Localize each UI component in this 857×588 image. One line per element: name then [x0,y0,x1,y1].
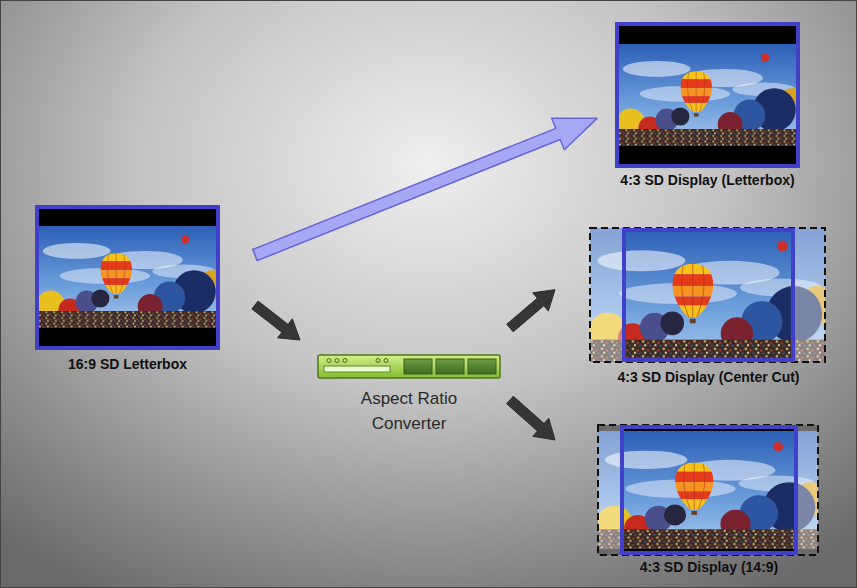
flow-arrow [507,290,555,332]
flow-arrow [253,118,597,260]
cropped-area [590,228,622,362]
frame-label: 16:9 SD Letterbox [68,356,187,373]
device-knob [327,359,331,363]
label-group: 4:3 SD Display (Center Cut) [617,369,799,386]
converter-device [318,355,500,378]
device-knob [376,359,380,363]
cropped-area [598,425,620,555]
frame-label: 4:3 SD Display (Letterbox) [620,172,794,189]
device-slot [324,366,390,372]
label-group: 16:9 SD Letterbox [68,356,187,373]
balloon-picture [616,44,807,146]
device-panel [468,359,496,374]
source-outline [598,425,818,555]
frame-label: 4:3 SD Display (14:9) [640,559,779,576]
source-outline [590,228,825,362]
device-panel [404,359,432,374]
converter-box: Aspect Ratio Converter [318,355,500,378]
balloon-picture [589,228,837,362]
flow-arrow [507,396,555,440]
display-frame: 4:3 SD Display (14:9) [620,425,798,555]
frame-label: 4:3 SD Display (Center Cut) [617,369,799,386]
display-frame: 4:3 SD Display (Center Cut) [622,228,795,362]
label-group: 4:3 SD Display (Letterbox) [620,172,794,189]
label-group: Aspect Ratio Converter [339,386,479,436]
device-panel [436,359,464,374]
display-frame: 16:9 SD Letterbox [35,205,220,350]
label-group: 4:3 SD Display (14:9) [640,559,779,576]
flow-arrow [252,301,300,340]
device-body [318,355,500,378]
device-knob [384,359,388,363]
balloon-picture [36,226,227,328]
cropped-area [798,425,818,555]
device-label: Aspect Ratio Converter [339,386,479,436]
device-knob [335,359,339,363]
device-knob [343,359,347,363]
display-frame: 4:3 SD Display (Letterbox) [615,22,800,168]
cropped-area [795,228,825,362]
